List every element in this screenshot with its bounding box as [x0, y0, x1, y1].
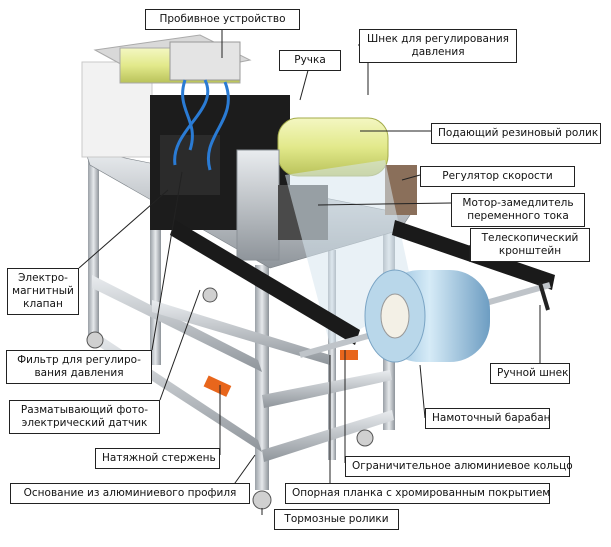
winding-drum-graphic: [299, 269, 551, 363]
label-aluminum-base: Основание из алюминиевого профиля: [10, 483, 250, 504]
label-tension-rod: Натяжной стержень: [95, 448, 220, 469]
label-limit-ring: Ограничительное алюминиевое кольцо: [345, 456, 573, 477]
label-handle: Ручка: [279, 50, 341, 71]
machine-body: [81, 34, 555, 397]
label-solenoid-valve: Электро-магнитный клапан: [7, 268, 79, 315]
label-gear-motor: Мотор-замедлитель переменного тока: [451, 193, 585, 227]
label-probe-device: Пробивное устройство: [145, 9, 300, 30]
label-pressure-filter: Фильтр для регулиро-вания давления: [6, 350, 152, 384]
label-feed-roller: Подающий резиновый ролик: [431, 123, 601, 144]
label-chrome-support: Опорная планка с хромированным покрытием: [285, 483, 550, 504]
label-telescopic-bracket: Телескопический кронштейн: [470, 228, 590, 262]
label-unwind-sensor: Разматывающий фото-электрический датчик: [9, 400, 160, 434]
label-brake-casters: Тормозные ролики: [274, 509, 399, 530]
brake-casters-graphic: [86, 287, 374, 510]
label-pressure-screw: Шнек для регулирования давления: [359, 29, 517, 63]
label-speed-regulator: Регулятор скорости: [420, 166, 575, 187]
label-winding-drum: Намоточный барабан: [425, 408, 551, 429]
label-manual-screw: Ручной шнек: [490, 363, 570, 384]
